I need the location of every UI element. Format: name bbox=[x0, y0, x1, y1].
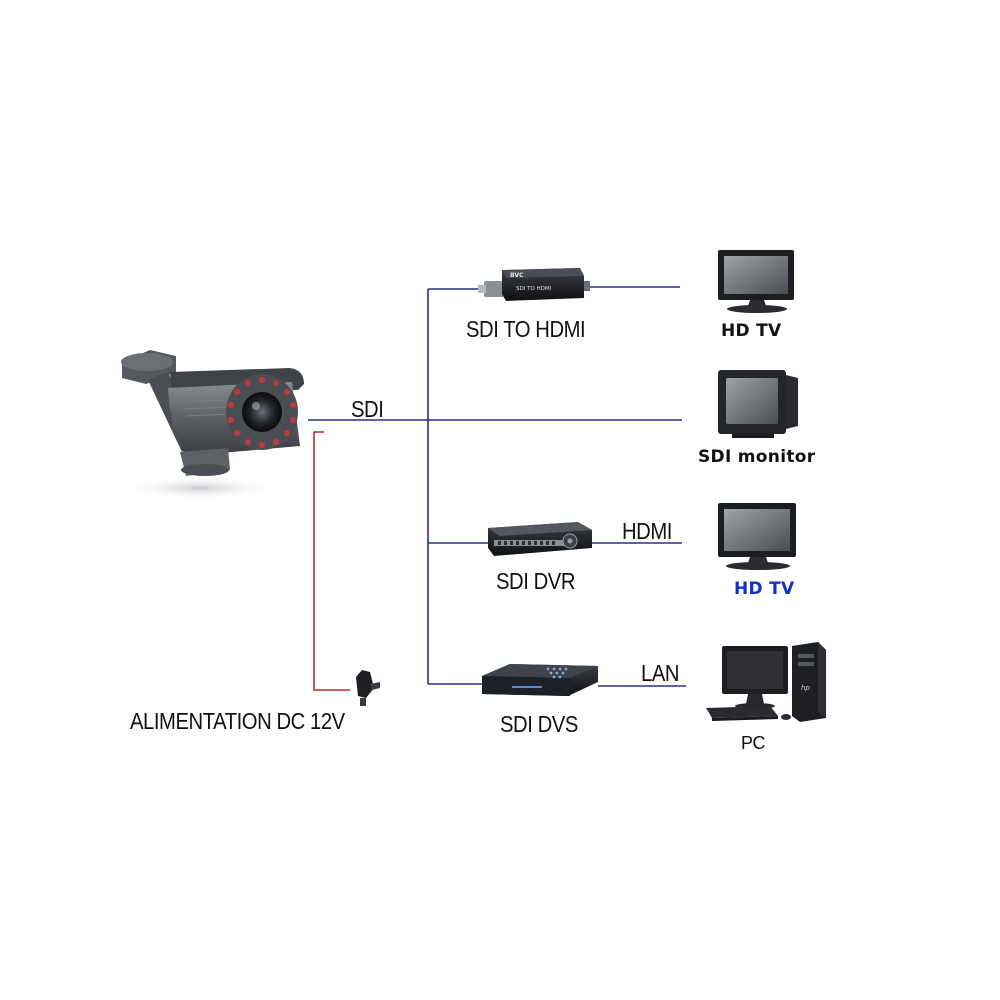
flat-tv-icon bbox=[718, 503, 796, 570]
sdi-hdmi-converter-icon: BVC SDI TO HDMI bbox=[478, 268, 590, 301]
dc-plug-icon bbox=[356, 670, 380, 706]
sdi-label: SDI bbox=[351, 396, 384, 422]
ir-led-ring bbox=[228, 377, 296, 448]
sdi-to-hdmi-label: SDI TO HDMI bbox=[466, 316, 586, 342]
lan-label: LAN bbox=[641, 660, 680, 686]
converter-brand-text: BVC bbox=[510, 272, 524, 279]
flat-tv-icon bbox=[718, 250, 794, 313]
pc-brand-text: hp bbox=[801, 684, 810, 692]
sdi-dvr-label: SDI DVR bbox=[496, 568, 576, 594]
sdi-monitor-label: SDI monitor bbox=[698, 447, 816, 467]
hd-tv-label: HD TV bbox=[721, 321, 782, 341]
hdmi-label: HDMI bbox=[622, 518, 672, 544]
hd-tv-blue-label: HD TV bbox=[734, 579, 795, 599]
video-server-icon bbox=[482, 664, 598, 696]
converter-label-text: SDI TO HDMI bbox=[516, 286, 552, 292]
dvr-recorder-icon bbox=[488, 522, 592, 556]
crt-monitor-icon bbox=[718, 370, 798, 438]
power-supply-label: ALIMENTATION DC 12V bbox=[130, 708, 345, 734]
camera-lens bbox=[242, 392, 282, 432]
signal-lines bbox=[308, 286, 686, 687]
power-line bbox=[313, 431, 350, 691]
bullet-camera-icon bbox=[121, 350, 304, 500]
desktop-pc-icon: hp bbox=[706, 642, 826, 722]
sdi-dvs-label: SDI DVS bbox=[500, 711, 578, 737]
pc-label: PC bbox=[741, 733, 766, 753]
